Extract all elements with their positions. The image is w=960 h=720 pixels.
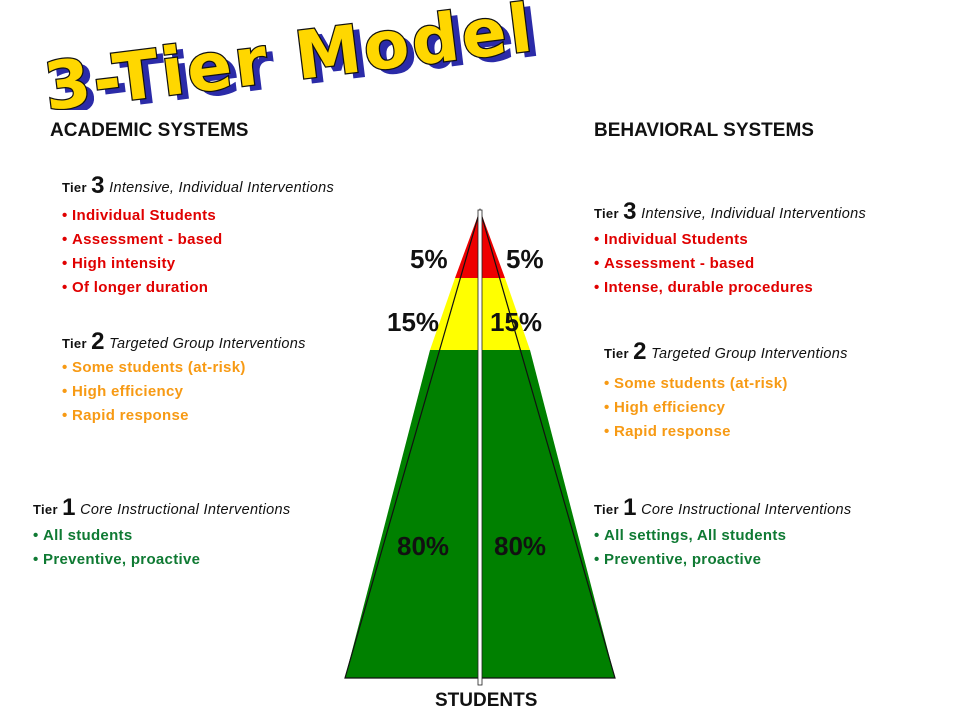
list-item: Preventive, proactive (594, 548, 786, 572)
tier-number: 2 (91, 328, 105, 355)
tier-number: 3 (623, 198, 637, 225)
list-item: Individual Students (62, 204, 223, 228)
list-item: Intense, durable procedures (594, 276, 813, 300)
behavioral-tier1-heading: Tier 1 Core Instructional Interventions (594, 494, 851, 522)
tier-number: 2 (633, 338, 647, 365)
tier-word: Tier (62, 180, 87, 195)
list-item: All settings, All students (594, 524, 786, 548)
list-item: Of longer duration (62, 276, 223, 300)
list-item: Some students (at-risk) (604, 372, 788, 396)
academic-tier3-heading: Tier 3 Intensive, Individual Interventio… (62, 172, 334, 200)
tier-number: 3 (91, 172, 105, 199)
tier-number: 1 (62, 494, 76, 521)
list-item: High efficiency (62, 380, 246, 404)
academic-tier1-heading: Tier 1 Core Instructional Interventions (33, 494, 290, 522)
tier-word: Tier (604, 346, 629, 361)
tier-description: Intensive, Individual Interventions (109, 180, 335, 196)
list-item: Rapid response (62, 404, 246, 428)
list-item: Individual Students (594, 228, 813, 252)
list-item: Rapid response (604, 420, 788, 444)
list-item: Some students (at-risk) (62, 356, 246, 380)
behavioral-tier2-heading: Tier 2 Targeted Group Interventions (604, 338, 848, 366)
behavioral-tier2-list: Some students (at-risk) High efficiency … (604, 372, 788, 444)
title-wordart: 3-Tier Model 3-Tier Model (39, 0, 547, 110)
academic-tier2-list: Some students (at-risk) High efficiency … (62, 356, 246, 428)
students-label: STUDENTS (435, 690, 538, 711)
tier-description: Core Instructional Interventions (80, 502, 291, 518)
tier-word: Tier (62, 336, 87, 351)
academic-tier2-heading: Tier 2 Targeted Group Interventions (62, 328, 306, 356)
tier-description: Targeted Group Interventions (109, 336, 306, 352)
tier-description: Intensive, Individual Interventions (641, 206, 867, 222)
behavioral-tier1-list: All settings, All students Preventive, p… (594, 524, 786, 572)
tier-word: Tier (33, 502, 58, 517)
left-tier2-percent: 15% (387, 307, 440, 337)
behavioral-tier3-heading: Tier 3 Intensive, Individual Interventio… (594, 198, 866, 226)
behavioral-systems-heading: BEHAVIORAL SYSTEMS (594, 120, 814, 141)
tier-word: Tier (594, 206, 619, 221)
academic-tier3-list: Individual Students Assessment - based H… (62, 204, 223, 300)
list-item: High efficiency (604, 396, 788, 420)
tier-number: 1 (623, 494, 637, 521)
list-item: Assessment - based (62, 228, 223, 252)
pyramid-divider (477, 209, 483, 686)
left-tier3-percent: 5% (410, 244, 448, 274)
right-tier2-percent: 15% (490, 307, 543, 337)
right-tier3-percent: 5% (506, 244, 544, 274)
tier-word: Tier (594, 502, 619, 517)
tier-description: Core Instructional Interventions (641, 502, 852, 518)
list-item: All students (33, 524, 200, 548)
list-item: Assessment - based (594, 252, 813, 276)
tier-description: Targeted Group Interventions (651, 346, 848, 362)
left-tier1-percent: 80% (397, 531, 450, 561)
right-tier1-percent: 80% (494, 531, 547, 561)
academic-tier1-list: All students Preventive, proactive (33, 524, 200, 572)
behavioral-tier3-list: Individual Students Assessment - based I… (594, 228, 813, 300)
list-item: Preventive, proactive (33, 548, 200, 572)
academic-systems-heading: ACADEMIC SYSTEMS (50, 120, 249, 141)
list-item: High intensity (62, 252, 223, 276)
